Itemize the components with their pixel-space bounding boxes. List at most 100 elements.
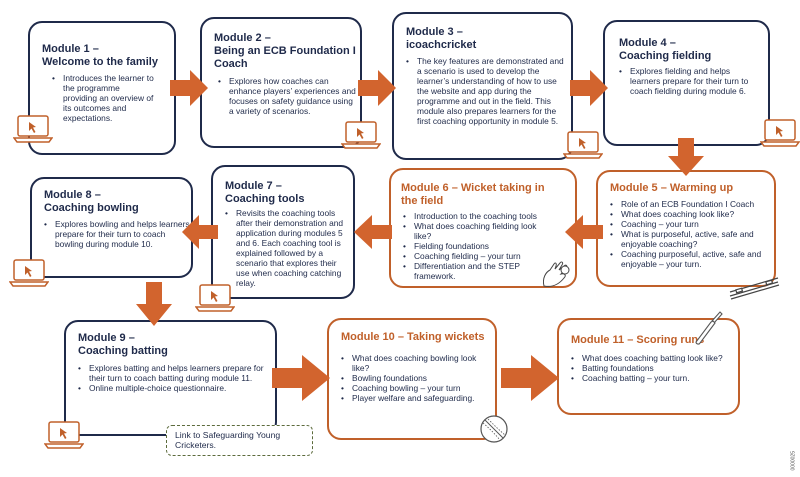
arrow-down-icon xyxy=(668,138,704,176)
module-title: Module 11 – Scoring runs xyxy=(571,334,704,347)
list-item: Role of an ECB Foundation I Coach xyxy=(610,199,770,209)
module-item-list: What does coaching bowling look like? Bo… xyxy=(341,353,491,403)
module-10-card: Module 10 – Taking wickets What does coa… xyxy=(327,318,497,440)
list-item: Differentiation and the STEP framework. xyxy=(403,261,543,281)
cricket-ball-icon xyxy=(480,415,508,443)
list-item: Coaching fielding – your turn xyxy=(403,251,543,261)
module-title-line: Module 2 – xyxy=(214,32,271,44)
module-title: Module 2 – Being an ECB Foundation I Coa… xyxy=(214,32,356,71)
list-item: Explores bowling and helps learners prep… xyxy=(44,219,192,249)
list-item: Introduction to the coaching tools xyxy=(403,211,543,221)
arrow-right-icon xyxy=(501,355,559,401)
arrow-down-icon xyxy=(136,282,172,326)
laptop-icon xyxy=(44,421,84,449)
list-item: What does coaching bowling look like? xyxy=(341,353,491,373)
list-item: Fielding foundations xyxy=(403,241,543,251)
module-item-list: What does coaching batting look like? Ba… xyxy=(571,353,731,383)
laptop-icon xyxy=(760,119,800,147)
list-item: What does coaching fielding look like? xyxy=(403,221,543,241)
list-item: What does coaching look like? xyxy=(610,209,770,219)
module-item-list: Introduction to the coaching tools What … xyxy=(403,211,543,281)
laptop-icon xyxy=(9,259,49,287)
arrow-left-icon xyxy=(182,215,218,249)
module-title-line: Module 10 – Taking wickets xyxy=(341,331,485,343)
module-title-line: Module 5 – Warming up xyxy=(610,182,734,194)
list-item: Player welfare and safeguarding. xyxy=(341,393,491,403)
module-title: Module 5 – Warming up xyxy=(610,182,733,195)
module-title-line: Module 1 – xyxy=(42,43,99,55)
arrow-left-icon xyxy=(565,215,603,249)
module-4-card: Module 4 – Coaching fielding Explores fi… xyxy=(603,20,770,146)
module-title-line: Module 7 – xyxy=(225,180,282,192)
list-item: Introduces the learner to the programme … xyxy=(52,73,154,123)
module-title: Module 3 – icoachcricket xyxy=(406,26,476,52)
module-9-card: Module 9 – Coaching batting Explores bat… xyxy=(64,320,277,436)
module-title-line: Welcome to the family xyxy=(42,56,158,68)
module-item-list: Role of an ECB Foundation I Coach What d… xyxy=(610,199,770,269)
module-title: Module 6 – Wicket taking in the field xyxy=(401,182,545,208)
arrow-right-icon xyxy=(570,70,608,106)
module-2-card: Module 2 – Being an ECB Foundation I Coa… xyxy=(200,17,362,148)
module-3-card: Module 3 – icoachcricket The key feature… xyxy=(392,12,573,160)
module-title-line: Coaching fielding xyxy=(619,50,712,62)
list-item: Coaching – your turn xyxy=(610,219,770,229)
module-title-line: Module 6 – Wicket taking in xyxy=(401,182,545,194)
module-title-line: Module 8 – xyxy=(44,189,101,201)
list-item: Explores fielding and helps learners pre… xyxy=(619,66,759,96)
list-item: Revisits the coaching tools after their … xyxy=(225,208,351,288)
list-item: What does coaching batting look like? xyxy=(571,353,731,363)
arrow-right-icon xyxy=(170,70,208,106)
laptop-icon xyxy=(563,131,603,159)
arrow-right-icon xyxy=(358,70,396,106)
cricket-bat-icon xyxy=(695,311,723,345)
module-item-list: Explores how coaches can enhance players… xyxy=(218,76,358,116)
module-title-line: the field xyxy=(401,195,444,207)
laptop-icon xyxy=(195,284,235,312)
list-item: Online multiple-choice questionnaire. xyxy=(78,383,273,393)
list-item: The key features are demonstrated and a … xyxy=(406,56,566,126)
module-title-line: Module 4 – xyxy=(619,37,676,49)
module-title-line: Being an ECB Foundation I xyxy=(214,45,356,57)
module-title: Module 8 – Coaching bowling xyxy=(44,189,139,215)
module-title-line: Module 11 – Scoring runs xyxy=(571,334,705,346)
module-item-list: Explores batting and helps learners prep… xyxy=(78,363,273,393)
list-item: Coaching bowling – your turn xyxy=(341,383,491,393)
list-item: Coaching purposeful, active, safe and en… xyxy=(610,249,770,269)
arrow-left-icon xyxy=(354,215,392,249)
module-title-line: Coaching tools xyxy=(225,193,305,205)
module-title: Module 10 – Taking wickets xyxy=(341,331,484,344)
module-title-line: Coaching bowling xyxy=(44,202,139,214)
module-7-card: Module 7 – Coaching tools Revisits the c… xyxy=(211,165,355,299)
module-title-line: Coach xyxy=(214,58,248,70)
safeguarding-link-text: Link to Safeguarding Young Cricketers. xyxy=(175,430,281,450)
module-title-line: Module 3 – xyxy=(406,26,463,38)
laptop-icon xyxy=(341,121,381,149)
list-item: Batting foundations xyxy=(571,363,731,373)
module-item-list: Revisits the coaching tools after their … xyxy=(225,208,351,288)
module-title: Module 1 – Welcome to the family xyxy=(42,43,158,69)
list-item: What is purposeful, active, safe and enj… xyxy=(610,229,770,249)
module-item-list: Explores fielding and helps learners pre… xyxy=(619,66,759,96)
module-title-line: Module 9 – xyxy=(78,332,135,344)
module-8-card: Module 8 – Coaching bowling Explores bow… xyxy=(30,177,193,278)
module-title-line: icoachcricket xyxy=(406,39,477,51)
arrow-right-icon xyxy=(272,355,330,401)
module-1-card: Module 1 – Welcome to the family Introdu… xyxy=(28,21,176,155)
laptop-icon xyxy=(13,115,53,143)
module-5-card: Module 5 – Warming up Role of an ECB Fou… xyxy=(596,170,776,287)
figure-code: 0000025 xyxy=(790,451,796,471)
module-title: Module 4 – Coaching fielding xyxy=(619,37,711,63)
module-item-list: The key features are demonstrated and a … xyxy=(406,56,566,126)
module-title: Module 7 – Coaching tools xyxy=(225,180,304,206)
list-item: Explores batting and helps learners prep… xyxy=(78,363,273,383)
list-item: Coaching batting – your turn. xyxy=(571,373,731,383)
module-item-list: Explores bowling and helps learners prep… xyxy=(44,219,192,249)
list-item: Bowling foundations xyxy=(341,373,491,383)
module-title: Module 9 – Coaching batting xyxy=(78,332,168,358)
list-item: Explores how coaches can enhance players… xyxy=(218,76,358,116)
safeguarding-link-box[interactable]: Link to Safeguarding Young Cricketers. xyxy=(166,425,313,456)
hand-catching-icon xyxy=(543,261,570,287)
stumps-icon xyxy=(729,277,780,300)
module-title-line: Coaching batting xyxy=(78,345,168,357)
module-item-list: Introduces the learner to the programme … xyxy=(52,73,154,123)
